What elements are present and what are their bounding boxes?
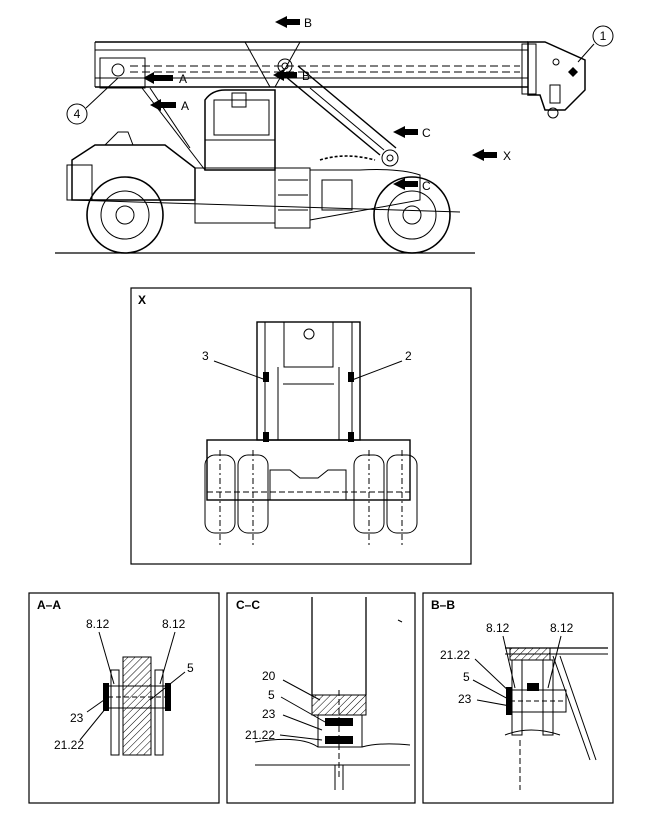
boom (94, 41, 528, 89)
section-aa-label-r: 5 (187, 661, 194, 675)
arrow-c-upper: C (393, 126, 431, 140)
section-cc-panel: C–C 20 5 23 21.22 (226, 592, 416, 804)
section-bb-panel: B–B 8.12 8.12 21.22 5 23 (422, 592, 614, 804)
arrow-b-mid: B (273, 69, 310, 83)
section-cc-label-1: 20 (262, 669, 276, 683)
section-bb-label-2: 5 (463, 670, 470, 684)
side-view: B B A A C C X (55, 16, 614, 254)
section-bb-label-tl: 8.12 (486, 621, 510, 635)
section-cc-label-3: 23 (262, 707, 276, 721)
callout-1-label: 1 (600, 29, 607, 43)
rear-wheel (86, 176, 164, 254)
section-bb-label-1: 21.22 (440, 648, 470, 662)
callout-4-label: 4 (74, 107, 81, 121)
section-cc-title: C–C (236, 598, 260, 612)
callout-1: 1 (577, 25, 614, 63)
arrow-c-lower-label: C (422, 179, 431, 193)
section-aa-panel: A–A 8.12 8.12 5 23 21.22 (28, 592, 220, 804)
section-aa-label-tr: 8.12 (162, 617, 186, 631)
arrow-b-mid-label: B (302, 69, 310, 83)
front-wheel (373, 176, 451, 254)
arrow-x-label: X (503, 149, 511, 163)
section-aa-title: A–A (37, 598, 61, 612)
section-bb-title: B–B (431, 598, 455, 612)
chassis (66, 131, 461, 229)
section-aa-label-tl: 8.12 (86, 617, 110, 631)
arrow-c-lower: C (393, 178, 431, 193)
cab (204, 89, 276, 171)
arrow-b-top: B (275, 16, 312, 30)
view-x-label-2: 2 (405, 349, 412, 363)
view-x-panel: X 3 2 (130, 287, 472, 565)
arrow-c-upper-label: C (422, 126, 431, 140)
callout-4: 4 (66, 77, 119, 125)
section-cc-label-2: 5 (268, 688, 275, 702)
lift-cylinder (279, 65, 399, 167)
view-x-title: X (138, 293, 146, 307)
arrow-x: X (472, 149, 511, 163)
section-bb-label-tr: 8.12 (550, 621, 574, 635)
spreader-head (521, 41, 586, 119)
section-aa-label-l: 23 (70, 711, 84, 725)
section-bb-label-3: 23 (458, 692, 472, 706)
arrow-a-upper: A (143, 72, 187, 86)
arrow-a-lower: A (150, 99, 189, 113)
arrow-a-upper-label: A (179, 72, 187, 86)
arrow-b-top-label: B (304, 16, 312, 30)
section-cc-label-4: 21.22 (245, 728, 275, 742)
section-aa-label-bl: 21.22 (54, 738, 84, 752)
view-x-label-3: 3 (202, 349, 209, 363)
arrow-a-lower-label: A (181, 99, 189, 113)
